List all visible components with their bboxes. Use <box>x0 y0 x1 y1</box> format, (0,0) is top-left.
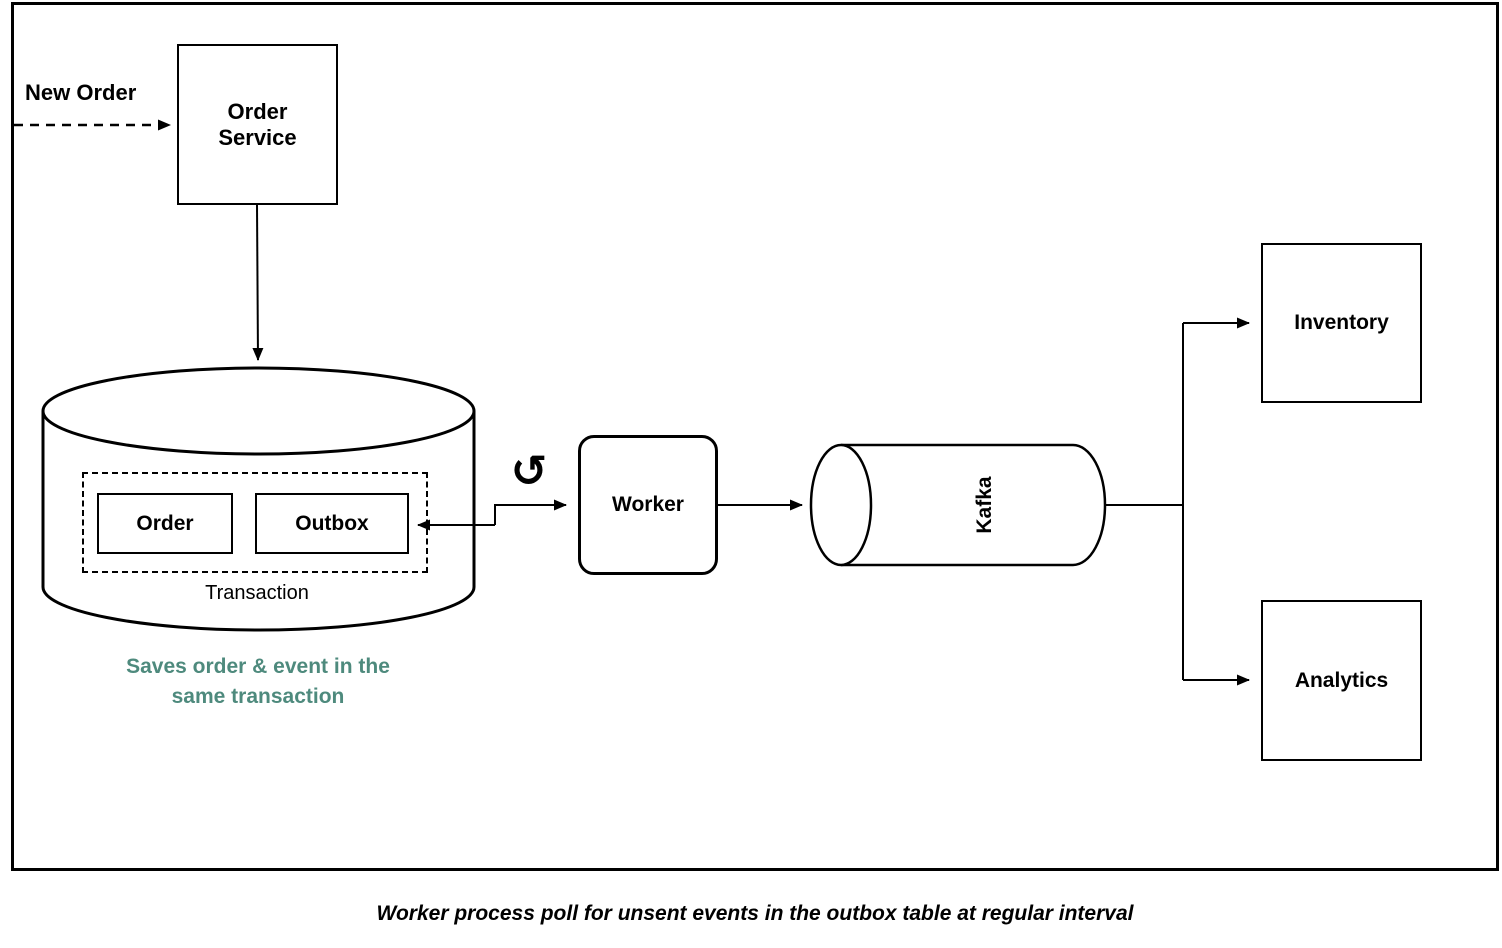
outbox-table-node: Outbox <box>255 493 409 554</box>
inventory-label: Inventory <box>1294 311 1389 334</box>
analytics-label: Analytics <box>1294 668 1389 692</box>
transaction-label: Transaction <box>205 582 309 604</box>
transaction-group <box>82 472 428 573</box>
refresh-icon: ↺ <box>510 446 548 497</box>
db-note-line2: same transaction <box>171 685 345 708</box>
worker-label: Worker <box>612 493 684 516</box>
analytics-node: Analytics <box>1261 600 1422 761</box>
new-order-label: New Order <box>25 80 137 105</box>
inventory-node: Inventory <box>1261 243 1422 403</box>
db-note-line1: Saves order & event in the <box>126 655 390 678</box>
kafka-label: Kafka <box>973 476 996 534</box>
caption: Worker process poll for unsent events in… <box>376 902 1134 925</box>
outbox-table-label: Outbox <box>295 511 369 535</box>
order-table-node: Order <box>97 493 233 554</box>
worker-node: Worker <box>578 435 718 575</box>
order-service-node: Order Service <box>177 44 338 205</box>
db-note: Saves order & event in the same transact… <box>58 652 458 712</box>
order-service-label: Order Service <box>218 98 297 150</box>
order-table-label: Order <box>136 511 194 535</box>
diagram-border <box>11 2 1499 871</box>
